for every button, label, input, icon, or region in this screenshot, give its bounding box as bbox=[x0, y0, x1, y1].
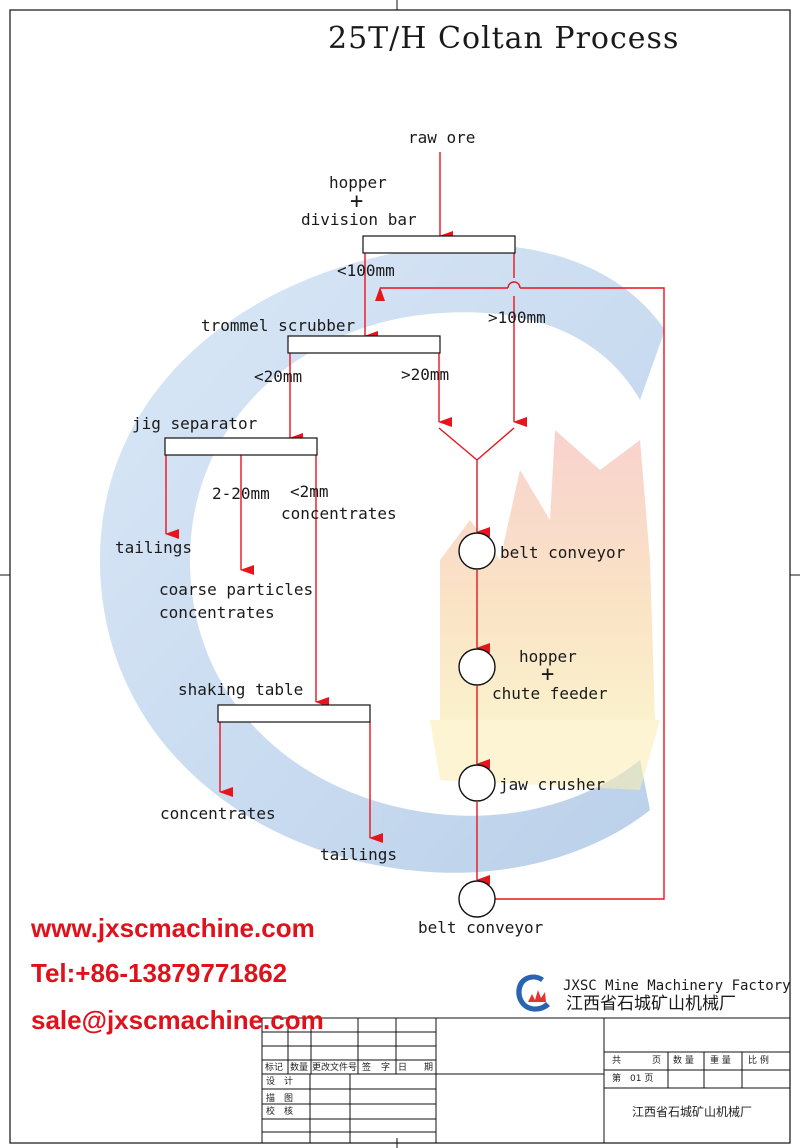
email-link[interactable]: sale@jxscmachine.com bbox=[31, 1005, 324, 1035]
tb-row-trace: 描 图 bbox=[266, 1094, 294, 1104]
label-jaw-crusher: jaw crusher bbox=[499, 775, 605, 794]
label-shaking-table: shaking table bbox=[178, 680, 304, 699]
website-link[interactable]: www.jxscmachine.com bbox=[31, 913, 315, 943]
label-lt20mm: <20mm bbox=[254, 367, 303, 386]
label-hopper-mid: hopper bbox=[519, 647, 577, 666]
tb-header-mark: 标记 bbox=[265, 1063, 284, 1073]
label-hopper-top: hopper bbox=[329, 173, 387, 192]
line-return-loop bbox=[494, 287, 665, 900]
equipment-bars bbox=[164, 235, 516, 723]
telephone-number[interactable]: Tel:+86-13879771862 bbox=[31, 958, 288, 988]
label-gt100mm: >100mm bbox=[488, 308, 546, 327]
tb-header-qty: 数量 bbox=[290, 1063, 309, 1073]
belt-conveyor-1-circle bbox=[458, 532, 496, 570]
label-tailings-jig: tailings bbox=[115, 538, 193, 557]
tb-total: 共 bbox=[612, 1056, 622, 1066]
tb-company-name: 江西省石城矿山机械厂 bbox=[632, 1105, 753, 1119]
label-jig-separator: jig separator bbox=[132, 414, 258, 433]
jig-bar bbox=[164, 437, 318, 456]
factory-name-en: JXSC Mine Machinery Factory bbox=[563, 978, 791, 994]
equipment-circles bbox=[458, 532, 496, 918]
label-concentrates-table: concentrates bbox=[160, 804, 276, 823]
tb-quantity: 数 量 bbox=[673, 1056, 694, 1066]
label-chute-feeder: chute feeder bbox=[492, 684, 608, 703]
label-2-20mm: 2-20mm bbox=[212, 484, 270, 503]
tb-row-design: 设 计 bbox=[266, 1077, 294, 1087]
diagram-title: 25T/H Coltan Process bbox=[328, 21, 680, 56]
label-raw-ore: raw ore bbox=[408, 128, 476, 147]
plus-sign-top: + bbox=[350, 189, 364, 214]
tb-scale: 比 例 bbox=[748, 1056, 769, 1066]
plus-sign-mid: + bbox=[541, 662, 555, 687]
label-trommel-scrubber: trommel scrubber bbox=[201, 316, 356, 335]
label-tailings-table: tailings bbox=[320, 845, 398, 864]
chute-feeder-circle bbox=[458, 648, 496, 686]
tb-pages: 页 bbox=[652, 1056, 662, 1066]
shaking-table-bar bbox=[217, 704, 371, 723]
tb-header-sign: 签 bbox=[362, 1063, 372, 1073]
label-gt20mm: >20mm bbox=[401, 365, 450, 384]
tb-header-day: 日 bbox=[398, 1063, 408, 1073]
trommel-bar bbox=[287, 335, 441, 354]
line-merge-v bbox=[438, 427, 515, 461]
label-lt2mm: <2mm bbox=[290, 482, 329, 501]
label-belt-conveyor-2: belt conveyor bbox=[418, 918, 544, 937]
label-coarse-concentrates: concentrates bbox=[159, 603, 275, 622]
jaw-crusher-circle bbox=[458, 764, 496, 802]
factory-name-cn: 江西省石城矿山机械厂 bbox=[566, 994, 736, 1014]
hopper-bar bbox=[362, 235, 516, 254]
tb-header-char: 字 bbox=[381, 1063, 391, 1073]
tb-sheet-number: 第 01 页 bbox=[612, 1074, 654, 1084]
title-block-grid bbox=[261, 1017, 791, 1144]
label-concentrates-jig: concentrates bbox=[281, 504, 397, 523]
jxsc-logo-icon bbox=[516, 974, 550, 1012]
label-belt-conveyor-1: belt conveyor bbox=[500, 543, 626, 562]
belt-conveyor-2-circle bbox=[458, 880, 496, 918]
label-lt100mm: <100mm bbox=[337, 261, 395, 280]
label-division-bar: division bar bbox=[301, 210, 417, 229]
tb-weight: 重 量 bbox=[710, 1056, 731, 1066]
tb-header-date: 期 bbox=[424, 1063, 434, 1073]
label-coarse-particles: coarse particles bbox=[159, 580, 314, 599]
flow-lines bbox=[165, 152, 665, 900]
tb-header-change-doc: 更改文件号 bbox=[312, 1063, 358, 1073]
tb-row-check: 校 核 bbox=[266, 1107, 294, 1117]
line-crossover-hop bbox=[507, 281, 521, 289]
